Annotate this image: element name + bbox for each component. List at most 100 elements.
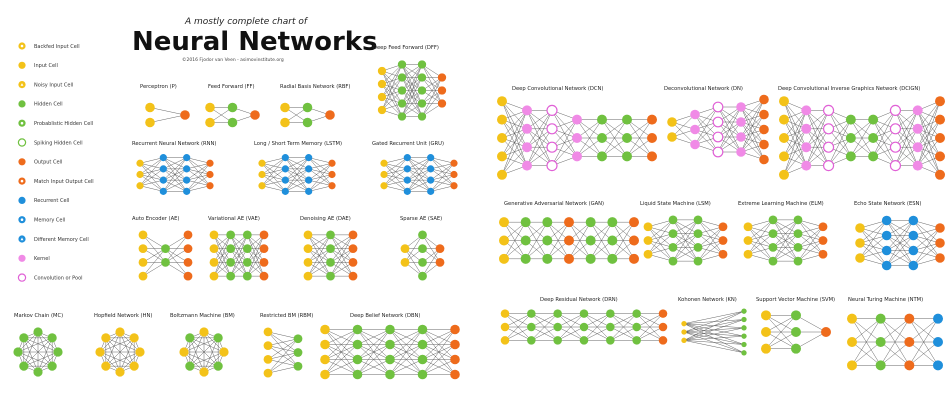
network-nodes bbox=[95, 327, 145, 377]
network-nodes bbox=[263, 327, 303, 378]
chart-title: Neural Networks bbox=[132, 27, 378, 57]
network-nodes bbox=[743, 215, 828, 266]
network-node bbox=[326, 230, 335, 240]
network-node bbox=[437, 86, 447, 95]
legend-label: Input Cell bbox=[34, 63, 58, 69]
network-node bbox=[527, 336, 536, 345]
legend-label: Noisy Input Cell bbox=[34, 82, 73, 88]
legend-item: Spiking Hidden Cell bbox=[17, 138, 83, 147]
network-node bbox=[227, 102, 238, 113]
network-node bbox=[741, 308, 747, 314]
network-node bbox=[427, 165, 435, 173]
network-node bbox=[242, 230, 252, 240]
network-title: Deep Convolutional Inverse Graphics Netw… bbox=[778, 86, 920, 92]
legend-swatch bbox=[18, 196, 26, 204]
network-node bbox=[889, 123, 902, 135]
network-node bbox=[801, 142, 812, 153]
network-node bbox=[205, 102, 215, 113]
network-node bbox=[933, 360, 943, 371]
network-node bbox=[259, 271, 269, 281]
network-sae: Sparse AE (SAE) bbox=[400, 216, 445, 281]
network-node bbox=[435, 244, 445, 254]
legend-item: Output Cell bbox=[18, 158, 62, 166]
network-node bbox=[904, 337, 915, 347]
network-node bbox=[779, 169, 789, 180]
network-node bbox=[801, 160, 812, 171]
network-node bbox=[667, 132, 677, 142]
network-node bbox=[759, 109, 769, 120]
network-edges bbox=[267, 331, 299, 374]
network-node bbox=[397, 112, 407, 121]
network-node bbox=[499, 235, 509, 246]
network-node bbox=[179, 347, 189, 357]
network-node bbox=[400, 257, 410, 267]
network-node bbox=[935, 151, 945, 162]
network-node bbox=[522, 160, 532, 171]
network-node bbox=[183, 187, 191, 195]
network-node bbox=[736, 102, 746, 112]
network-node bbox=[741, 350, 747, 356]
network-node bbox=[793, 242, 803, 252]
network-node bbox=[500, 322, 510, 332]
network-node bbox=[403, 176, 411, 184]
network-node bbox=[779, 151, 789, 162]
network-node bbox=[759, 124, 769, 135]
legend-item: Probablistic Hidden Cell bbox=[18, 119, 93, 127]
network-node bbox=[183, 176, 191, 184]
legend-label: Hidden Cell bbox=[34, 102, 63, 108]
network-node bbox=[145, 102, 155, 113]
network-node bbox=[881, 245, 892, 256]
network-node bbox=[95, 347, 105, 357]
network-node bbox=[847, 360, 857, 371]
network-node bbox=[180, 110, 190, 120]
network-node bbox=[759, 154, 769, 165]
network-node bbox=[718, 236, 728, 245]
network-node bbox=[779, 133, 789, 143]
network-node bbox=[259, 230, 269, 240]
network-node bbox=[101, 333, 111, 343]
network-node bbox=[303, 244, 313, 254]
network-node bbox=[643, 249, 653, 259]
network-node bbox=[791, 343, 801, 354]
network-node bbox=[500, 336, 510, 345]
network-p: Perceptron (P) bbox=[140, 84, 190, 128]
network-node bbox=[129, 361, 139, 371]
network-diagrams: Perceptron (P) Feed Forward (FF) Radial Ba… bbox=[13, 45, 945, 380]
network-node bbox=[305, 154, 313, 162]
legend-swatch-dot bbox=[20, 218, 24, 221]
network-edges bbox=[851, 318, 939, 366]
network-nodes bbox=[761, 310, 831, 354]
network-node bbox=[183, 165, 191, 173]
network-node bbox=[736, 147, 746, 157]
network-node bbox=[219, 347, 229, 357]
network-node bbox=[293, 348, 303, 357]
network-node bbox=[801, 105, 812, 116]
network-edges bbox=[99, 331, 141, 373]
network-node bbox=[145, 117, 155, 128]
network-node bbox=[303, 271, 313, 281]
network-node bbox=[868, 151, 879, 162]
network-title: Feed Forward (FF) bbox=[208, 84, 255, 90]
network-node bbox=[242, 257, 252, 267]
network-node bbox=[712, 116, 724, 128]
network-edges bbox=[307, 234, 354, 277]
network-node bbox=[450, 324, 460, 335]
network-node bbox=[912, 123, 923, 134]
network-node bbox=[912, 142, 923, 153]
network-node bbox=[889, 104, 902, 117]
network-node bbox=[768, 215, 778, 225]
network-node bbox=[320, 339, 330, 350]
network-dae: Denoising AE (DAE) bbox=[300, 216, 358, 281]
network-lsm: Liquid State Machine (LSM) bbox=[640, 201, 728, 266]
network-node bbox=[348, 271, 358, 281]
legend-item: Input Cell bbox=[18, 61, 58, 69]
network-rbf: Radial Basis Network (RBF) bbox=[280, 84, 350, 128]
network-node bbox=[129, 333, 139, 343]
network-node bbox=[226, 271, 236, 281]
network-node bbox=[326, 244, 335, 254]
network-nodes bbox=[400, 230, 445, 281]
network-node bbox=[199, 327, 209, 337]
network-nodes bbox=[179, 327, 229, 377]
network-node bbox=[328, 170, 336, 179]
network-edges bbox=[213, 234, 265, 277]
